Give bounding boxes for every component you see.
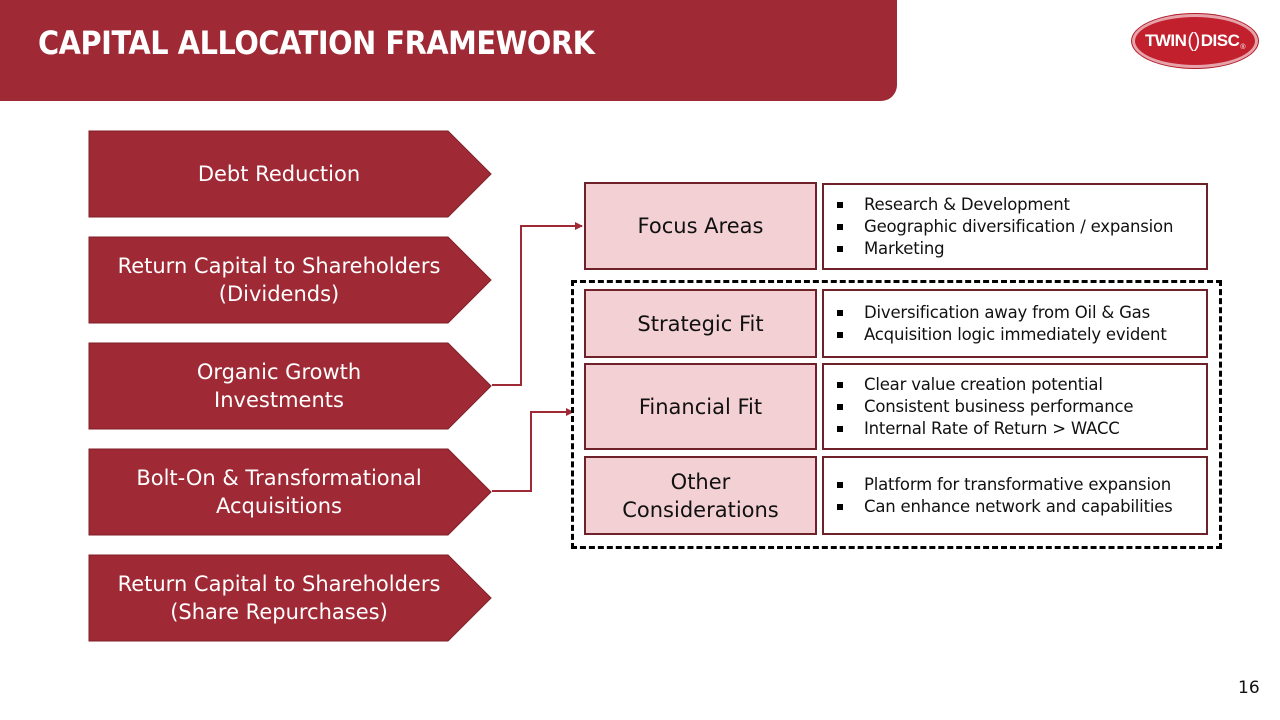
priority-debt-reduction: Debt Reduction bbox=[88, 130, 492, 218]
priority-label: Return Capital to Shareholders (Share Re… bbox=[117, 572, 441, 624]
acquisition-criteria-group bbox=[571, 280, 1222, 549]
criteria-bullets-strategic-fit: Diversification away from Oil & Gas Acqu… bbox=[822, 289, 1208, 358]
criteria-label-strategic-fit: Strategic Fit bbox=[584, 289, 817, 358]
bullet-item: Marketing bbox=[834, 238, 1173, 260]
bullet-item: Diversification away from Oil & Gas bbox=[834, 302, 1167, 324]
bullet-item: Acquisition logic immediately evident bbox=[834, 324, 1167, 346]
chevron-arrow-icon bbox=[88, 448, 492, 536]
twin-disc-logo: TWIN () DISC ® bbox=[1132, 14, 1258, 68]
bullet-item: Clear value creation potential bbox=[834, 374, 1133, 396]
bullet-item: Platform for transformative expansion bbox=[834, 474, 1173, 496]
bullet-item: Internal Rate of Return > WACC bbox=[834, 418, 1133, 440]
criteria-label-other-considerations: Other Considerations bbox=[584, 456, 817, 535]
bullet-item: Consistent business performance bbox=[834, 396, 1133, 418]
page-title: CAPITAL ALLOCATION FRAMEWORK bbox=[38, 24, 595, 62]
logo-separator-icon: () bbox=[1187, 29, 1200, 52]
chevron-arrow-icon bbox=[88, 236, 492, 324]
chevron-arrow-icon bbox=[88, 554, 492, 642]
chevron-arrow-icon bbox=[88, 342, 492, 430]
bullet-item: Can enhance network and capabilities bbox=[834, 496, 1173, 518]
priority-label: Debt Reduction bbox=[197, 162, 361, 186]
criteria-bullets-focus-areas: Research & Development Geographic divers… bbox=[822, 183, 1208, 270]
chevron-arrow-icon bbox=[88, 130, 492, 218]
logo-registered-mark: ® bbox=[1240, 44, 1246, 51]
priority-dividends: Return Capital to Shareholders (Dividend… bbox=[88, 236, 492, 324]
page-number: 16 bbox=[1238, 678, 1260, 698]
criteria-label-financial-fit: Financial Fit bbox=[584, 363, 817, 450]
title-banner: CAPITAL ALLOCATION FRAMEWORK bbox=[0, 0, 897, 101]
criteria-bullets-other-considerations: Platform for transformative expansion Ca… bbox=[822, 456, 1208, 535]
priority-label: Return Capital to Shareholders (Dividend… bbox=[117, 254, 441, 306]
criteria-bullets-financial-fit: Clear value creation potential Consisten… bbox=[822, 363, 1208, 450]
bullet-item: Research & Development bbox=[834, 194, 1173, 216]
logo-text-left: TWIN bbox=[1144, 31, 1187, 50]
logo-text-right: DISC bbox=[1200, 31, 1240, 50]
priority-acquisitions: Bolt-On & Transformational Acquisitions bbox=[88, 448, 492, 536]
priority-share-repurchases: Return Capital to Shareholders (Share Re… bbox=[88, 554, 492, 642]
priority-organic-growth: Organic Growth Investments bbox=[88, 342, 492, 430]
criteria-label-focus-areas: Focus Areas bbox=[584, 182, 817, 270]
priority-label: Organic Growth Investments bbox=[196, 360, 362, 412]
connector-acquisitions-to-criteria bbox=[492, 408, 574, 492]
connector-organic-to-focus bbox=[492, 222, 583, 386]
priority-label: Bolt-On & Transformational Acquisitions bbox=[136, 466, 422, 518]
bullet-item: Geographic diversification / expansion bbox=[834, 216, 1173, 238]
